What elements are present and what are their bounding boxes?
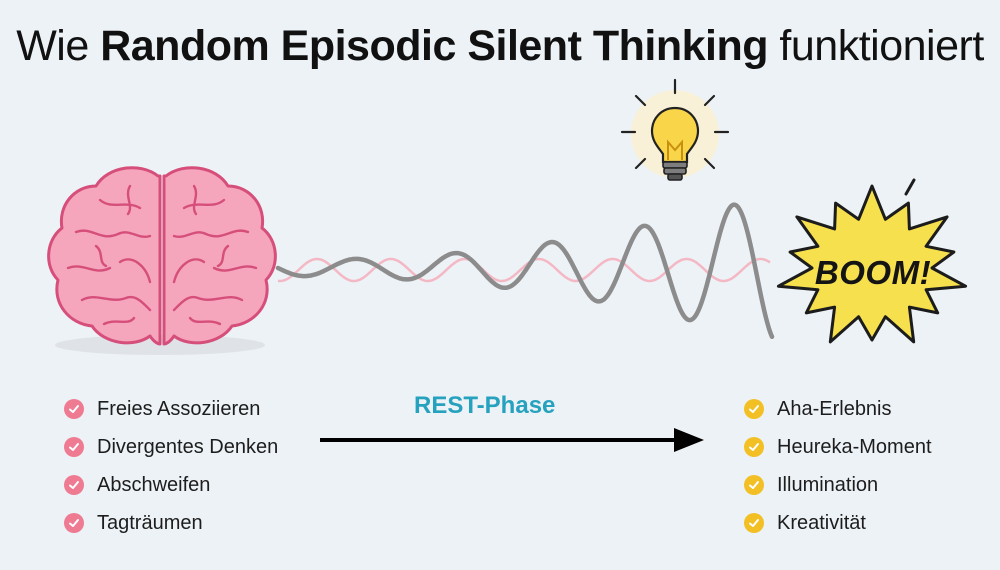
list-item: Abschweifen [64,466,278,504]
burst-icon [776,178,968,344]
list-item: Divergentes Denken [64,428,278,466]
left-list: Freies Assoziieren Divergentes Denken Ab… [64,390,278,542]
list-item-label: Illumination [777,473,879,496]
brain-icon [47,166,277,346]
check-icon [744,437,764,457]
list-item-label: Tagträumen [97,511,203,534]
list-item: Heureka-Moment [744,428,932,466]
list-item: Freies Assoziieren [64,390,278,428]
title-prefix: Wie [16,22,101,70]
lightbulb-icon [620,78,730,181]
page-title: Wie Random Episodic Silent Thinking funk… [0,22,1000,71]
check-icon [744,399,764,419]
list-item: Illumination [744,466,932,504]
list-item-label: Divergentes Denken [97,435,279,458]
phase-label: REST-Phase [414,392,556,419]
list-item-label: Heureka-Moment [777,435,932,458]
faint-wave [277,257,771,283]
burst-label: BOOM! [814,254,932,291]
list-item: Kreativität [744,504,932,542]
list-item: Tagträumen [64,504,278,542]
right-list: Aha-Erlebnis Heureka-Moment Illumination… [744,390,932,542]
title-suffix: funktioniert [767,22,984,70]
title-bold: Random Episodic Silent Thinking [100,22,768,70]
check-icon [744,475,764,495]
list-item: Aha-Erlebnis [744,390,932,428]
check-icon [64,513,84,533]
check-icon [64,475,84,495]
brain-wave [275,202,775,340]
check-icon [64,437,84,457]
list-item-label: Aha-Erlebnis [777,397,892,420]
arrow-right-icon [320,428,704,452]
list-item-label: Kreativität [777,511,866,534]
check-icon [64,399,84,419]
list-item-label: Abschweifen [97,473,211,496]
check-icon [744,513,764,533]
list-item-label: Freies Assoziieren [97,397,261,420]
